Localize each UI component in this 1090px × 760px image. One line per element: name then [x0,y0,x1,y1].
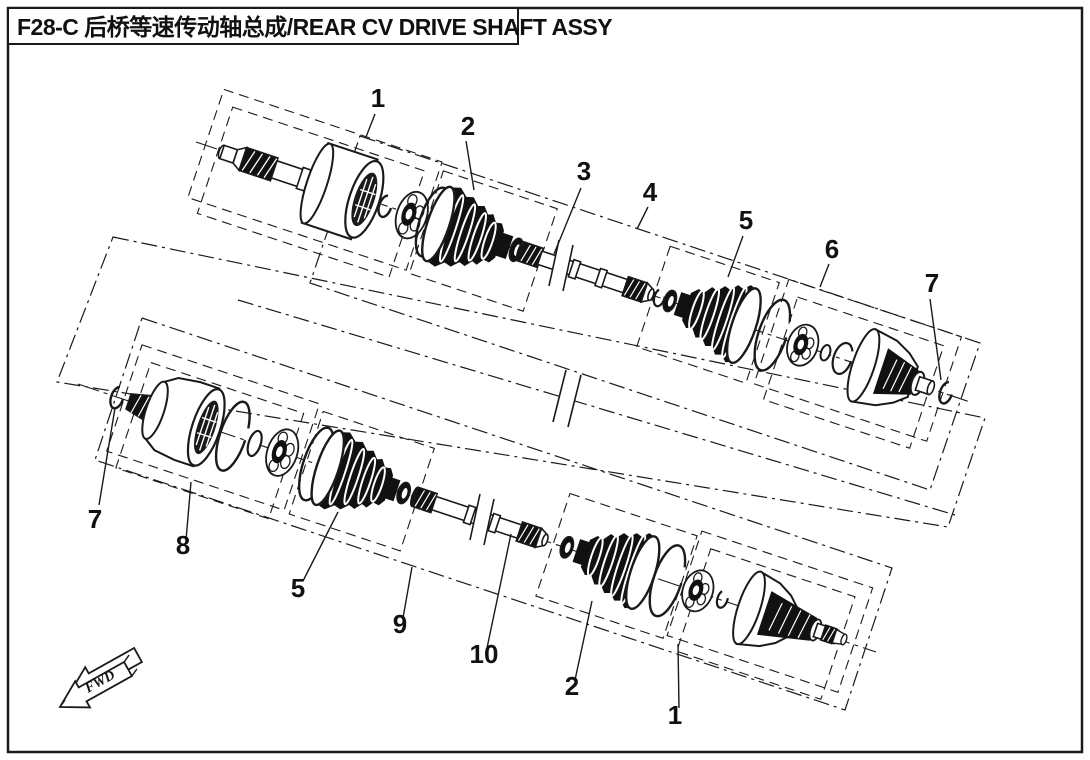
callout-number: 2 [565,671,579,701]
break-bottom-shaft [469,493,495,546]
callout-number: 6 [825,234,839,264]
outboard-housing-b [732,570,848,648]
callout-number: 1 [668,700,682,730]
boot-ring-outboard-b [648,544,687,618]
callout-number: 3 [577,156,591,186]
outboard-joint-kit-box-b [666,530,874,693]
callout-number: 5 [291,573,305,603]
circlip-large-b [214,400,251,472]
divider-centerline [237,299,956,516]
callout-number: 10 [470,639,499,669]
cv-boot-inboard [673,285,762,365]
callout-number: 1 [371,83,385,113]
bearing-cage [394,190,429,240]
washer [819,344,832,362]
assembly-outline-boxes [56,135,986,711]
top-shaft-assembly [187,88,963,449]
title-box [7,7,519,45]
callout-number: 4 [643,177,658,207]
snap-ring [377,194,394,219]
page-title: F28-C 后桥等速传动轴总成/REAR CV DRIVE SHAFT ASSY [17,14,612,40]
bearing-cage-outboard-b [681,569,715,613]
cv-boot-inboard-b [310,429,401,510]
outboard-boot-kit-box-b [535,492,698,640]
leader-lines [98,113,942,709]
callout-number: 5 [739,205,753,235]
outboard-joint-kit-box [187,88,443,271]
bearing-cage-b [265,428,300,477]
boot-clamp-small-outboard-b [559,535,575,559]
top-assembly-box-outer [56,236,986,528]
boot-clamp-small-b [396,481,412,505]
bearing-cage-inboard [786,323,820,367]
callout-number: 2 [461,111,475,141]
break-symbols [469,239,582,546]
bottom-shaft-assembly [105,344,874,700]
callout-numbers: 1 2 3 4 5 6 7 7 8 5 9 10 2 1 [88,83,939,730]
inboard-joint-kit-box [753,278,963,442]
callout-number: 7 [88,504,102,534]
outboard-stub-shaft [217,144,312,192]
snap-ring-end [938,381,954,405]
page-border [6,6,1084,754]
callout-number: 9 [393,609,407,639]
break-divider [552,369,582,428]
top-assembly-box-inner [309,135,981,491]
fwd-arrow-icon: FWD [58,646,144,709]
callout-number: 7 [925,268,939,298]
callout-number: 8 [176,530,190,560]
snap-ring-b [715,589,730,609]
bottom-assembly-box [94,317,893,711]
inboard-joint-sub-box [762,296,945,449]
inboard-housing [846,327,936,407]
cv-boot-outboard [421,185,514,267]
boot-ring-inboard [753,298,792,372]
outboard-housing [299,141,385,241]
title-block: F28-C 后桥等速传动轴总成/REAR CV DRIVE SHAFT ASSY [7,7,613,45]
cv-boot-outboard-b [572,533,661,611]
washer-b [246,429,263,458]
boot-clamp-small-inboard [662,289,678,313]
inboard-joint-kit-box-b [105,344,321,511]
inboard-housing-b [125,377,226,468]
drive-shaft [515,240,655,304]
